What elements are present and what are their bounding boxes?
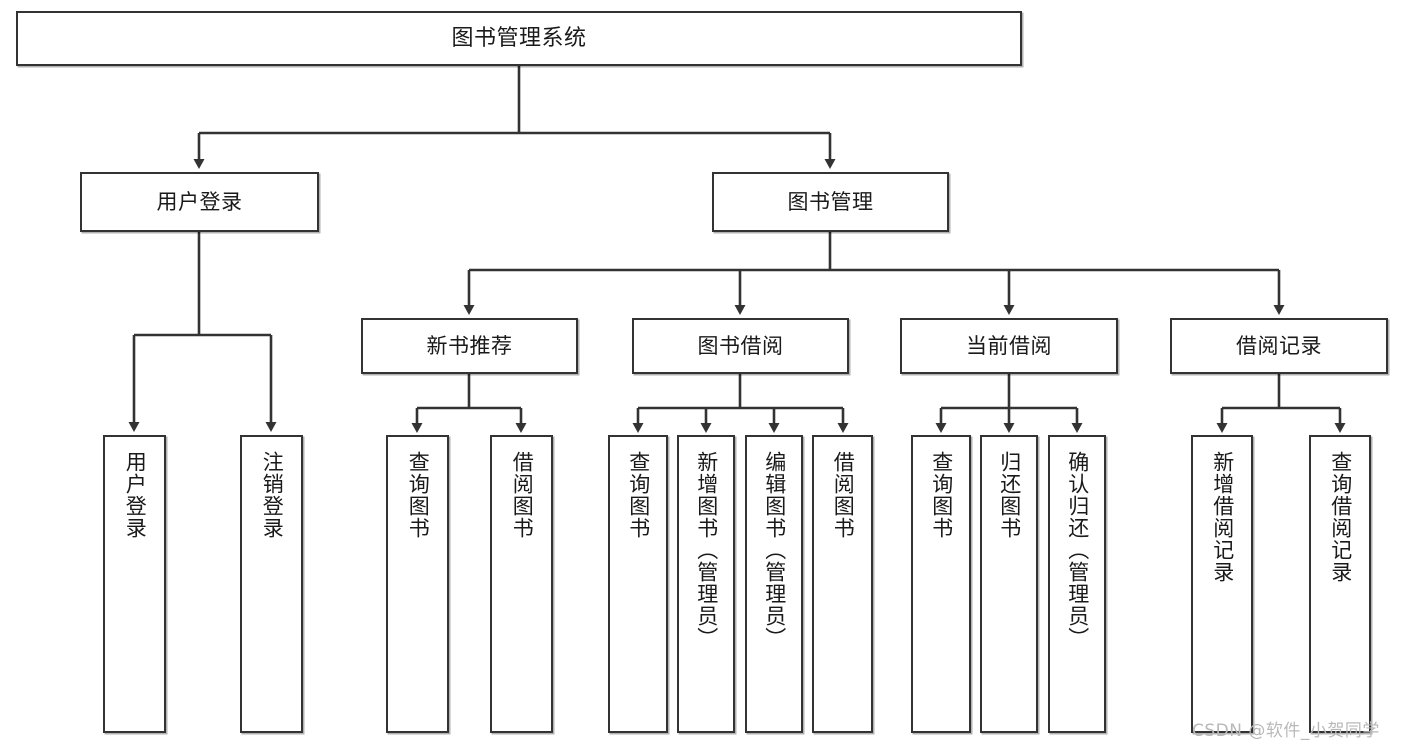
node-book-borrow[interactable]: 图书借阅 — [632, 318, 849, 374]
leaf-borrow-book-2-label: 借阅图书 — [831, 451, 856, 539]
node-book-manage-label: 图书管理 — [787, 189, 874, 214]
leaf-query-book-1[interactable]: 查询图书 — [386, 435, 449, 733]
leaf-user-logout-label: 注销登录 — [260, 451, 285, 539]
leaf-borrow-book-1-label: 借阅图书 — [510, 451, 535, 539]
leaf-return-book-label: 归还图书 — [997, 451, 1022, 539]
leaf-query-record-label: 查询借阅记录 — [1328, 451, 1353, 583]
leaf-add-book[interactable]: 新增图书（管理员） — [677, 435, 735, 733]
leaf-borrow-book-2[interactable]: 借阅图书 — [812, 435, 873, 733]
leaf-add-book-label: 新增图书（管理员） — [694, 451, 719, 649]
node-book-borrow-label: 图书借阅 — [697, 333, 784, 358]
leaf-confirm-return-label: 确认归还（管理员） — [1065, 451, 1090, 649]
node-current-borrow-label: 当前借阅 — [966, 333, 1052, 358]
node-borrow-record-label: 借阅记录 — [1236, 333, 1322, 358]
leaf-user-logout[interactable]: 注销登录 — [240, 435, 303, 733]
leaf-user-login-label: 用户登录 — [123, 451, 148, 539]
node-root-label: 图书管理系统 — [451, 25, 587, 51]
leaf-query-book-3-label: 查询图书 — [929, 451, 954, 539]
leaf-add-record-label: 新增借阅记录 — [1210, 451, 1235, 583]
leaf-borrow-book-1[interactable]: 借阅图书 — [490, 435, 553, 733]
node-book-manage[interactable]: 图书管理 — [712, 172, 949, 232]
node-borrow-record[interactable]: 借阅记录 — [1170, 318, 1388, 374]
leaf-return-book[interactable]: 归还图书 — [980, 435, 1038, 733]
leaf-edit-book[interactable]: 编辑图书（管理员） — [745, 435, 803, 733]
leaf-query-book-2-label: 查询图书 — [626, 451, 651, 539]
leaf-query-record[interactable]: 查询借阅记录 — [1309, 435, 1371, 733]
leaf-user-login[interactable]: 用户登录 — [103, 435, 166, 733]
leaf-edit-book-label: 编辑图书（管理员） — [762, 451, 787, 649]
node-new-book-recommend[interactable]: 新书推荐 — [361, 318, 578, 374]
node-user-login-label: 用户登录 — [156, 189, 243, 214]
node-new-book-recommend-label: 新书推荐 — [426, 333, 513, 358]
leaf-confirm-return[interactable]: 确认归还（管理员） — [1048, 435, 1106, 733]
node-current-borrow[interactable]: 当前借阅 — [900, 318, 1118, 374]
node-user-login[interactable]: 用户登录 — [80, 172, 319, 232]
leaf-query-book-1-label: 查询图书 — [406, 451, 431, 539]
leaf-query-book-2[interactable]: 查询图书 — [608, 435, 668, 733]
leaf-query-book-3[interactable]: 查询图书 — [911, 435, 971, 733]
leaf-add-record[interactable]: 新增借阅记录 — [1191, 435, 1253, 733]
csdn-watermark: CSDN @软件_小贺同学 — [1192, 721, 1380, 741]
node-root[interactable]: 图书管理系统 — [16, 11, 1022, 66]
